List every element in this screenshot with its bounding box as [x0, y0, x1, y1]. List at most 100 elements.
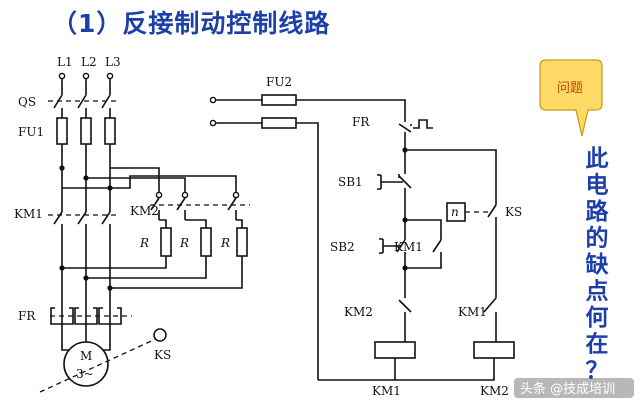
- ks-shaft-link: [39, 336, 161, 393]
- resistor-lead: [236, 219, 243, 228]
- junction-dot: [59, 265, 65, 271]
- fuse-fu2: [261, 117, 297, 129]
- phase-l3-label: L3: [105, 55, 121, 69]
- km2-main-contact: [227, 197, 237, 211]
- question-char: 缺: [586, 251, 610, 278]
- question-char: 路: [586, 198, 610, 225]
- fuse-fu1: [104, 117, 116, 145]
- question-char: 点: [586, 279, 609, 305]
- junction-dot: [83, 275, 89, 281]
- km1-nc-contact: [483, 297, 497, 313]
- fr-ctrl-label: FR: [352, 115, 370, 129]
- sb2-label: SB2: [330, 240, 355, 254]
- terminal: [155, 191, 163, 199]
- resistor-return: [86, 256, 207, 279]
- terminal: [181, 191, 189, 199]
- km2-contact-label: KM2: [344, 305, 373, 319]
- fr-nc-contact: [398, 123, 412, 133]
- motor: [63, 341, 109, 387]
- junction-dot: [107, 285, 113, 291]
- km2-main-contact: [150, 197, 160, 211]
- terminal: [232, 191, 240, 199]
- coil-km1: [374, 341, 416, 359]
- ks-main-label: KS: [154, 348, 171, 362]
- resistor-return: [110, 256, 243, 289]
- phase-l1-label: L1: [57, 55, 73, 69]
- resistor-label: R: [139, 236, 149, 250]
- resistor-r: [160, 227, 172, 257]
- terminal: [209, 96, 217, 104]
- terminal: [106, 72, 114, 80]
- question-char: 电: [586, 173, 609, 199]
- fr-main-label: FR: [18, 309, 36, 323]
- question-tag-box: [539, 59, 603, 137]
- fu1-label: FU1: [18, 125, 44, 139]
- resistor-lead: [185, 219, 207, 228]
- control-return: [296, 122, 319, 380]
- control-wire: [405, 219, 442, 240]
- qs-blade: [77, 94, 87, 109]
- terminal: [82, 72, 90, 80]
- coil-km2: [473, 341, 515, 359]
- resistor-r: [236, 227, 248, 257]
- wiring: [39, 72, 515, 393]
- fuse-fu1: [56, 117, 68, 145]
- resistor-return: [62, 256, 167, 269]
- km2-feed: [62, 175, 237, 192]
- km2-feed: [86, 177, 186, 192]
- control-wire: [405, 149, 497, 195]
- km2-main-contact: [176, 197, 186, 211]
- km1-hold-label: KM1: [394, 240, 423, 254]
- question-char: 此: [586, 146, 609, 172]
- question-char: ？: [586, 358, 609, 384]
- sb1-button: [377, 174, 403, 190]
- km1-main-contact: [53, 211, 63, 225]
- sb1-label: SB1: [338, 175, 363, 189]
- watermark: 头条 @技成培训: [520, 381, 615, 397]
- km2-nc-contact: [398, 299, 412, 313]
- fuse-fu2: [261, 94, 297, 106]
- question-char: 在: [586, 331, 609, 358]
- question-tag-label: 问题: [557, 81, 583, 96]
- phase-l2-label: L2: [81, 55, 97, 69]
- fu2-label: FU2: [266, 75, 292, 89]
- speed-relay: [153, 328, 167, 342]
- km1-contact-label: KM1: [458, 305, 487, 319]
- coil-km2-label: KM2: [480, 384, 509, 398]
- km2-feed: [110, 167, 160, 192]
- junction-dot: [59, 165, 65, 171]
- terminal: [209, 119, 217, 127]
- resistor-r: [200, 227, 212, 257]
- sb1-nc-contact: [398, 175, 412, 189]
- ks-ctrl-label: KS: [505, 205, 522, 219]
- resistor-lead: [159, 219, 167, 228]
- terminal: [58, 72, 66, 80]
- km2-main-label: KM2: [130, 204, 159, 218]
- motor-phase-label: 3~: [76, 367, 94, 381]
- page-title: （1）反接制动控制线路: [52, 9, 331, 38]
- km1-main-label: KM1: [14, 207, 43, 221]
- control-return: [395, 358, 495, 381]
- fuse-fu1: [80, 117, 92, 145]
- watermark-backdrop: [514, 378, 634, 398]
- ks-no-contact: [487, 204, 497, 218]
- control-return: [318, 358, 396, 381]
- n-label: n: [451, 205, 459, 219]
- km1-main-contact: [101, 211, 111, 225]
- resistor-label: R: [179, 236, 189, 250]
- coil-km1-label: KM1: [372, 384, 401, 398]
- km1-main-contact: [77, 211, 87, 225]
- control-feed: [296, 99, 406, 112]
- sb2-button: [379, 238, 401, 254]
- question-char: 何: [586, 305, 609, 331]
- control-wire: [405, 252, 442, 269]
- qs-label: QS: [18, 95, 36, 109]
- question-char: 的: [586, 225, 609, 252]
- resistor-label: R: [220, 236, 230, 250]
- motor-label: M: [80, 349, 92, 363]
- km1-hold-contact: [432, 239, 442, 253]
- fr-thermal-actuator: [413, 119, 433, 129]
